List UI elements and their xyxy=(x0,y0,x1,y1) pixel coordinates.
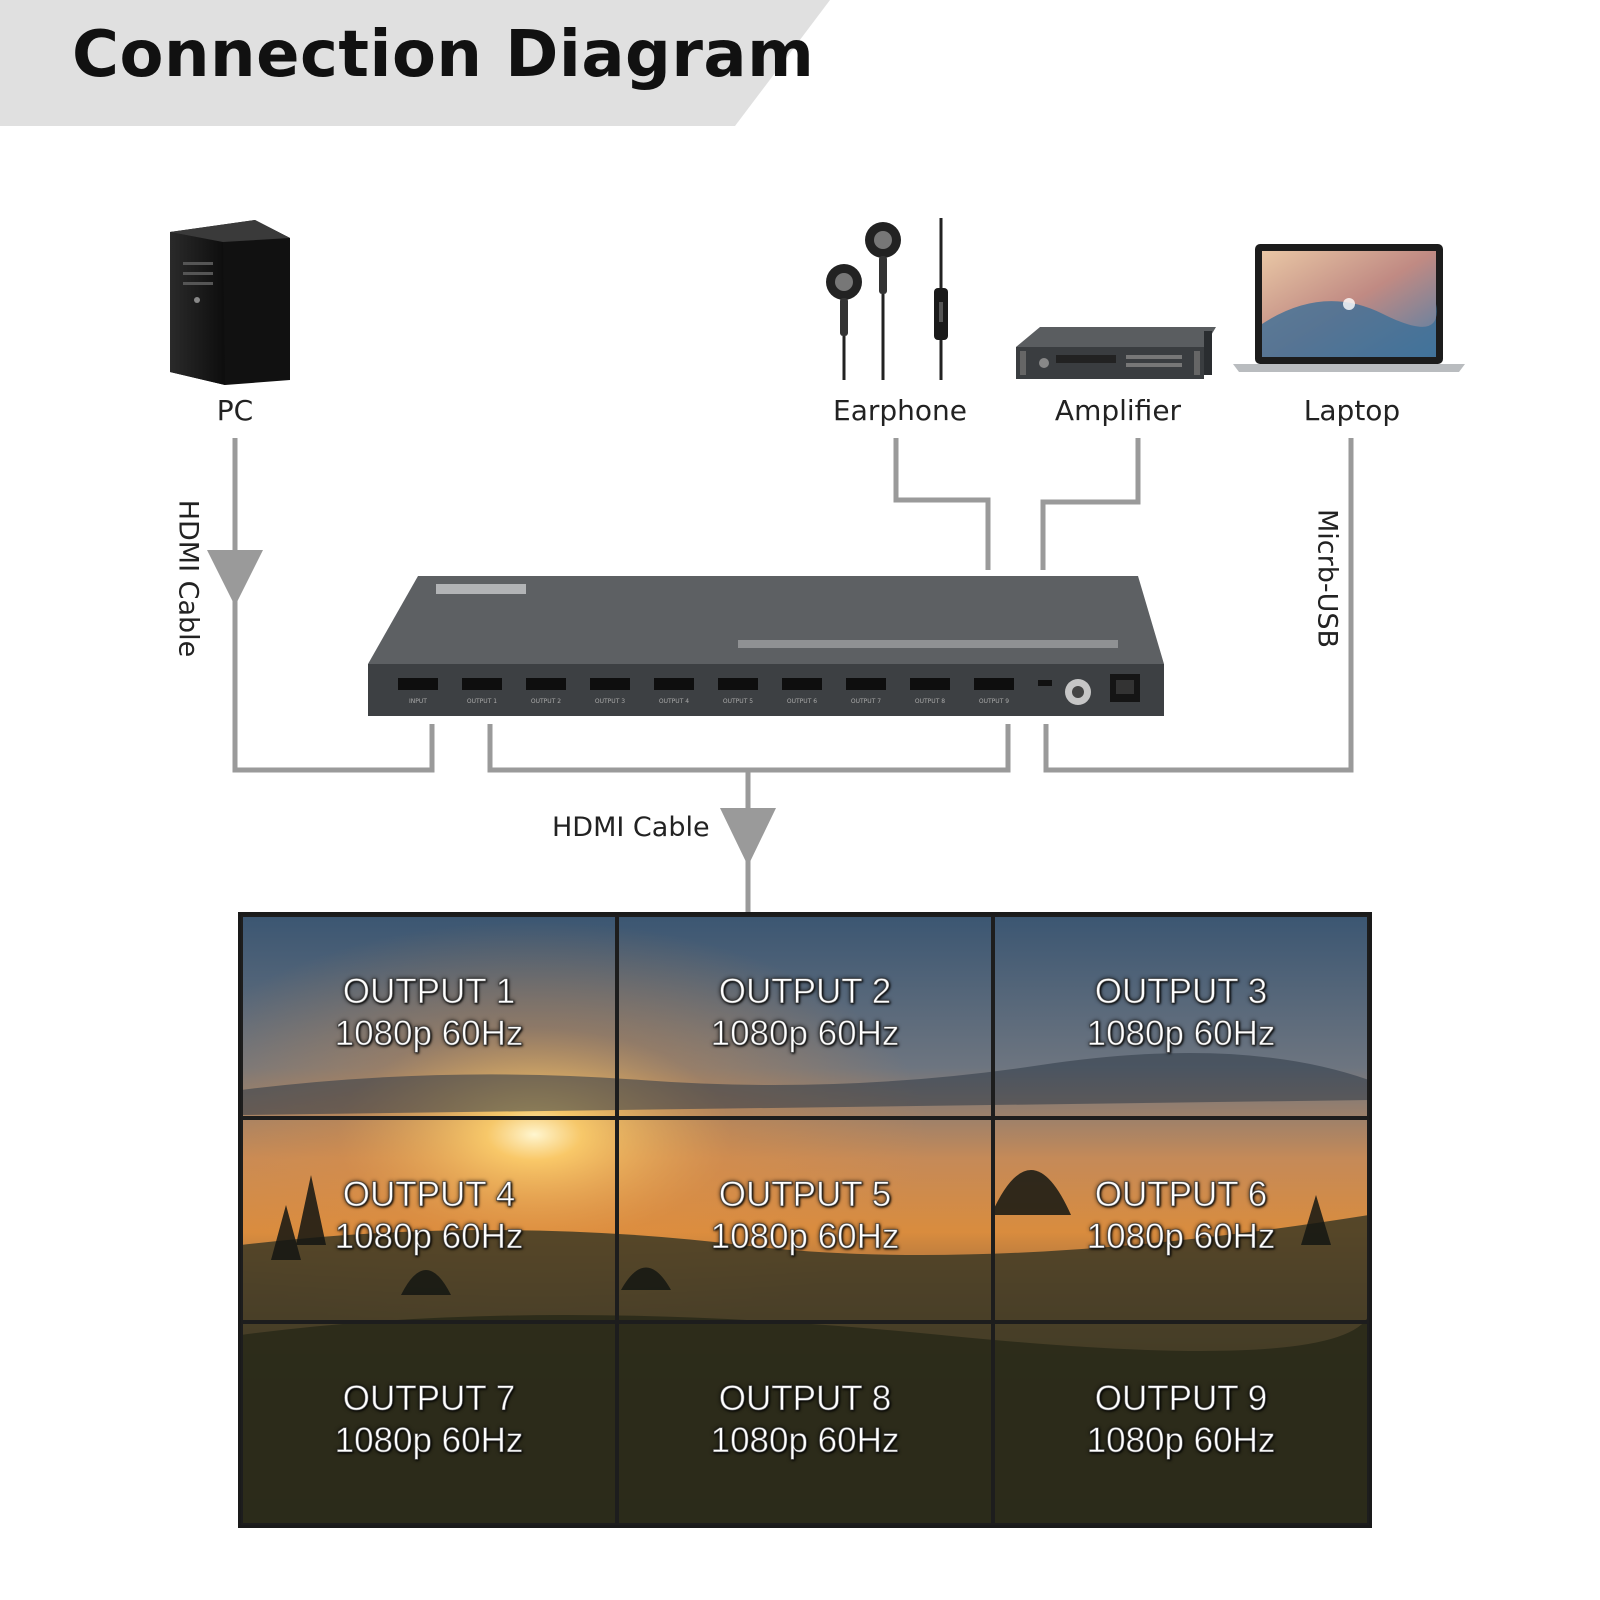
wall-tile-2: OUTPUT 2 1080p 60Hz xyxy=(617,915,993,1119)
arrow-down-icon xyxy=(720,808,776,866)
hdmi-port xyxy=(462,678,502,690)
sunset-landscape-image xyxy=(241,915,1369,1525)
hdmi-port-label: OUTPUT 2 xyxy=(531,698,561,705)
tile-output-name: OUTPUT 1 xyxy=(342,972,516,1012)
hdmi-port-label: INPUT xyxy=(409,698,427,705)
hdmi-port-label: OUTPUT 7 xyxy=(851,698,881,705)
video-wall: OUTPUT 1 1080p 60Hz OUTPUT 2 1080p 60Hz … xyxy=(238,912,1372,1528)
tile-output-name: OUTPUT 2 xyxy=(718,972,892,1012)
hdmi-port xyxy=(782,678,822,690)
tile-output-name: OUTPUT 6 xyxy=(1094,1175,1268,1215)
hdmi-port xyxy=(718,678,758,690)
tile-resolution: 1080p 60Hz xyxy=(710,1217,900,1257)
tile-output-name: OUTPUT 9 xyxy=(1094,1378,1268,1418)
hdmi-port xyxy=(846,678,886,690)
hdmi-port xyxy=(654,678,694,690)
hdmi-port-label: OUTPUT 9 xyxy=(979,698,1009,705)
hdmi-port-label: OUTPUT 1 xyxy=(467,698,497,705)
hdmi-port xyxy=(590,678,630,690)
tile-resolution: 1080p 60Hz xyxy=(334,1217,524,1257)
hdmi-port-label: OUTPUT 8 xyxy=(915,698,945,705)
video-wall-grid: OUTPUT 1 1080p 60Hz OUTPUT 2 1080p 60Hz … xyxy=(241,915,1369,1525)
laptop-icon xyxy=(1233,244,1465,372)
tile-output-name: OUTPUT 4 xyxy=(342,1175,516,1215)
tile-resolution: 1080p 60Hz xyxy=(334,1420,524,1460)
hdmi-port-label: OUTPUT 6 xyxy=(787,698,817,705)
page-title: Connection Diagram xyxy=(72,18,815,92)
wall-tile-4: OUTPUT 4 1080p 60Hz xyxy=(241,1118,617,1322)
tile-resolution: 1080p 60Hz xyxy=(710,1014,900,1054)
hdmi-processor-device: INPUT OUTPUT 1 OUTPUT 2 OUTPUT 3 OUTPUT 4 OUT… xyxy=(368,576,1164,716)
wall-tile-1: OUTPUT 1 1080p 60Hz xyxy=(241,915,617,1119)
laptop-label: Laptop xyxy=(1303,394,1401,427)
title-banner xyxy=(0,0,830,126)
outputs-wire xyxy=(487,724,1011,773)
wall-tile-3: OUTPUT 3 1080p 60Hz xyxy=(993,915,1369,1119)
tile-resolution: 1080p 60Hz xyxy=(334,1014,524,1054)
wall-tile-6: OUTPUT 6 1080p 60Hz xyxy=(993,1118,1369,1322)
hdmi-port-label: OUTPUT 5 xyxy=(723,698,753,705)
tile-output-name: OUTPUT 8 xyxy=(718,1378,892,1418)
arrow-down-icon xyxy=(207,550,263,606)
tile-output-name: OUTPUT 3 xyxy=(1094,972,1268,1012)
tile-output-name: OUTPUT 5 xyxy=(718,1175,892,1215)
laptop-wire xyxy=(1043,438,1354,773)
pc-tower-icon xyxy=(170,220,290,385)
hdmi-port-label: OUTPUT 3 xyxy=(595,698,625,705)
amplifier-icon xyxy=(1016,327,1216,379)
wall-tile-9: OUTPUT 9 1080p 60Hz xyxy=(993,1321,1369,1525)
earphone-icon xyxy=(826,218,948,380)
tile-output-name: OUTPUT 7 xyxy=(342,1378,516,1418)
wall-tile-8: OUTPUT 8 1080p 60Hz xyxy=(617,1321,993,1525)
tile-resolution: 1080p 60Hz xyxy=(1086,1420,1276,1460)
hdmi-port-label: OUTPUT 4 xyxy=(659,698,689,705)
usb-cable-label: Micrb-USB xyxy=(1311,508,1343,649)
earphone-wire xyxy=(893,438,991,570)
hdmi-port xyxy=(974,678,1014,690)
amplifier-label: Amplifier xyxy=(1054,394,1182,427)
hdmi-port xyxy=(398,678,438,690)
output-cable-label: HDMI Cable xyxy=(552,812,710,843)
hdmi-port xyxy=(910,678,950,690)
hdmi-port xyxy=(526,678,566,690)
tile-resolution: 1080p 60Hz xyxy=(1086,1217,1276,1257)
pc-label: PC xyxy=(216,394,254,427)
tile-resolution: 1080p 60Hz xyxy=(1086,1014,1276,1054)
wall-tile-7: OUTPUT 7 1080p 60Hz xyxy=(241,1321,617,1525)
earphone-label: Earphone xyxy=(833,394,967,427)
amplifier-wire xyxy=(1040,438,1141,570)
tile-resolution: 1080p 60Hz xyxy=(710,1420,900,1460)
wall-tile-5: OUTPUT 5 1080p 60Hz xyxy=(617,1118,993,1322)
input-cable-label: HDMI Cable xyxy=(172,499,204,658)
